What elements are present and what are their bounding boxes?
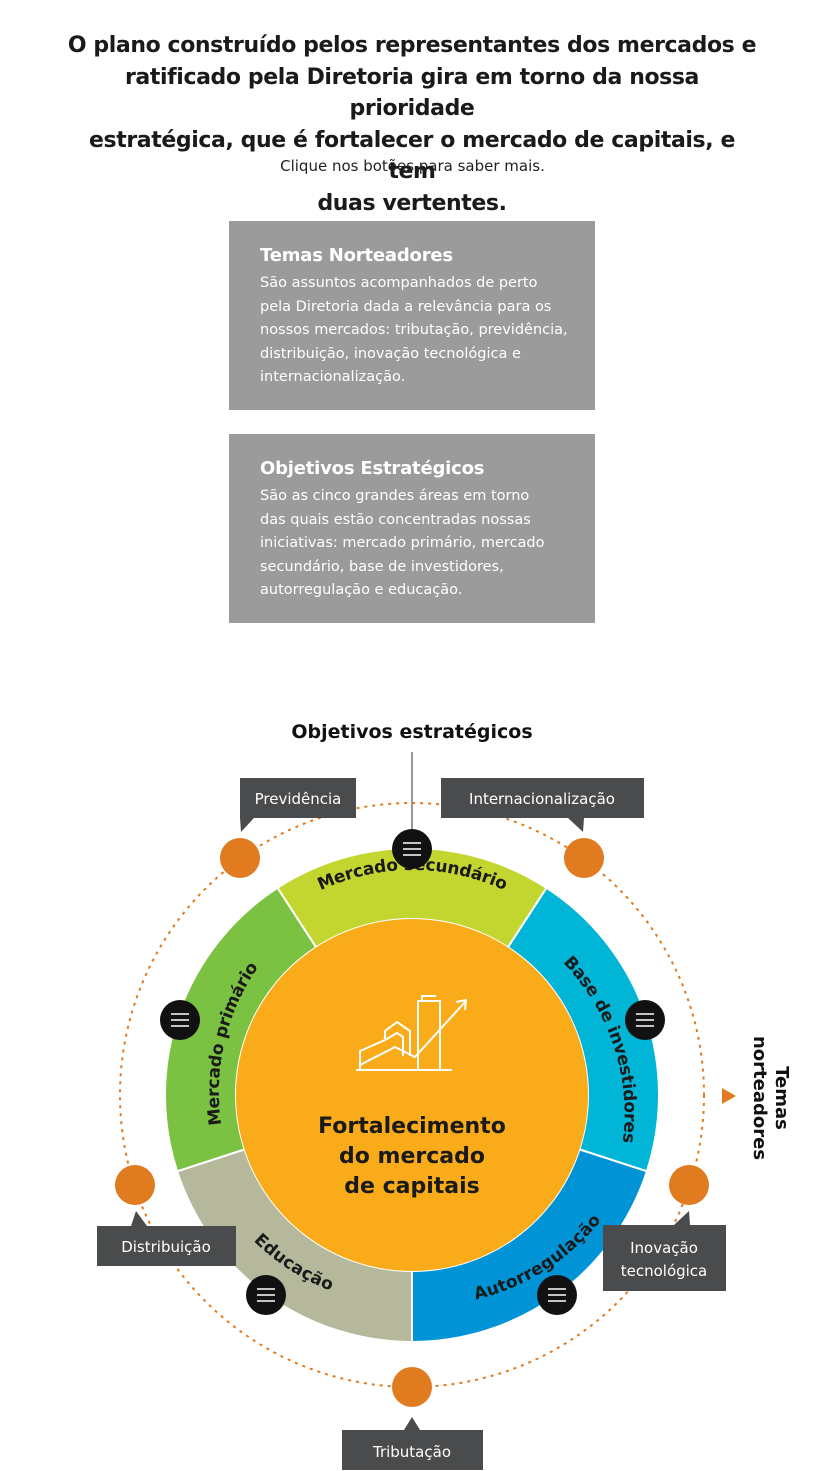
theme-dot-previdencia[interactable] bbox=[220, 838, 260, 878]
menu-button-educacao[interactable] bbox=[246, 1275, 286, 1315]
growth-chart-icon bbox=[356, 995, 467, 1071]
theme-tag-inovacao-tecnologica[interactable]: Inovação tecnológica bbox=[603, 1211, 726, 1291]
theme-dot-tributacao[interactable] bbox=[392, 1367, 432, 1407]
menu-button-autorregulacao[interactable] bbox=[537, 1275, 577, 1315]
theme-tag-text: tecnológica bbox=[621, 1262, 708, 1280]
menu-button-mercado-secundario[interactable] bbox=[392, 829, 432, 869]
card-line: pela Diretoria dada a relevância para os bbox=[260, 298, 552, 315]
theme-tag-text: Tributação bbox=[372, 1443, 451, 1461]
card-title: Temas Norteadores bbox=[260, 245, 453, 266]
svg-text:Temas: Temas bbox=[771, 1066, 792, 1130]
intro-line: O plano construído pelos representantes … bbox=[67, 33, 757, 58]
intro-line: estratégica, que é fortalecer o mercado … bbox=[89, 127, 735, 185]
card-text: São as cinco grandes áreas em torno das … bbox=[260, 485, 569, 603]
card-line: São assuntos acompanhados de perto bbox=[260, 275, 538, 291]
card-line: iniciativas: mercado primário, mercado bbox=[260, 535, 545, 551]
theme-tag-text: Distribuição bbox=[121, 1238, 211, 1256]
svg-text:norteadores: norteadores bbox=[749, 1036, 770, 1160]
center-title-line: do mercado bbox=[339, 1144, 485, 1169]
menu-button-mercado-primario[interactable] bbox=[160, 1000, 200, 1040]
card-line: São as cinco grandes áreas em torno bbox=[260, 488, 530, 504]
intro-line: ratificado pela Diretoria gira em torno … bbox=[124, 64, 700, 122]
card-line: distribuição, inovação tecnológica e bbox=[260, 345, 521, 362]
center-circle bbox=[236, 919, 588, 1271]
menu-icon bbox=[548, 1288, 566, 1302]
theme-tag-text: Previdência bbox=[255, 790, 342, 808]
theme-tag-tributacao[interactable]: Tributação bbox=[342, 1417, 483, 1470]
theme-tag-previdencia[interactable]: Previdência bbox=[240, 778, 356, 832]
theme-tag-text: Internacionalização bbox=[469, 790, 615, 808]
objetivos-title: Objetivos estratégicos bbox=[291, 721, 532, 743]
theme-dot-internacionalizacao[interactable] bbox=[564, 838, 604, 878]
card-line: nossos mercados: tributação, previdência… bbox=[260, 322, 568, 338]
theme-tag-internacionalizacao[interactable]: Internacionalização bbox=[441, 778, 644, 832]
card-line: autorregulação e educação. bbox=[260, 582, 463, 598]
menu-button-base-investidores[interactable] bbox=[625, 1000, 665, 1040]
temas-norteadores-label: Temas norteadores bbox=[749, 1036, 792, 1160]
card-title: Objetivos Estratégicos bbox=[260, 458, 485, 479]
strategy-diagram: Objetivos estratégicos Temas norteadores… bbox=[97, 721, 792, 1470]
center-title-line: de capitais bbox=[344, 1174, 480, 1199]
theme-dot-distribuicao[interactable] bbox=[115, 1165, 155, 1205]
card-line: secundário, base de investidores, bbox=[260, 558, 504, 575]
click-hint: Clique nos botões para saber mais. bbox=[280, 157, 545, 175]
card-line: das quais estão concentradas nossas bbox=[260, 511, 531, 528]
menu-icon bbox=[171, 1013, 189, 1027]
temas-arrow-icon bbox=[722, 1088, 736, 1104]
menu-icon bbox=[257, 1288, 275, 1302]
intro-line: duas vertentes. bbox=[317, 190, 507, 216]
center-title-line: Fortalecimento bbox=[318, 1114, 506, 1139]
theme-dot-inovacao-tecnologica[interactable] bbox=[669, 1165, 709, 1205]
card-line: internacionalização. bbox=[260, 369, 406, 385]
menu-icon bbox=[636, 1013, 654, 1027]
intro-text: O plano construído pelos representantes … bbox=[62, 30, 762, 219]
menu-icon bbox=[403, 842, 421, 856]
card-text: São assuntos acompanhados de perto pela … bbox=[260, 272, 569, 390]
card-temas-norteadores[interactable]: Temas Norteadores São assuntos acompanha… bbox=[229, 221, 595, 410]
theme-tag-text: Inovação bbox=[630, 1239, 698, 1257]
card-objetivos-estrategicos[interactable]: Objetivos Estratégicos São as cinco gran… bbox=[229, 434, 595, 623]
theme-tag-distribuicao[interactable]: Distribuição bbox=[97, 1211, 236, 1266]
